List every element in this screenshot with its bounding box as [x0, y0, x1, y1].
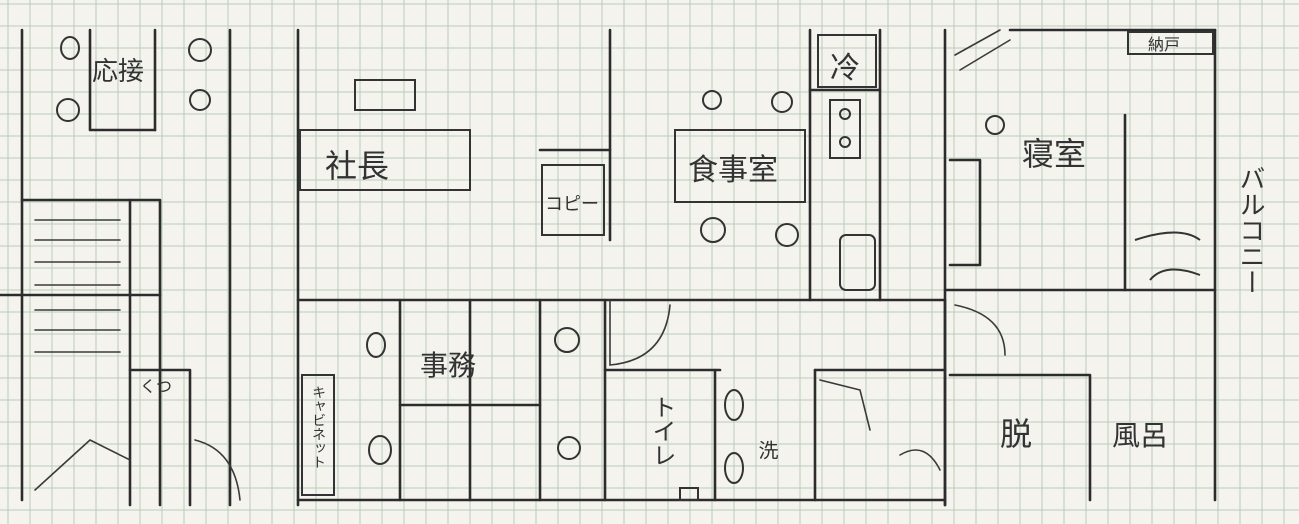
- label-fridge: 冷: [830, 51, 860, 86]
- doors: [194, 29, 1011, 501]
- label-washbasin: 洗: [755, 440, 779, 460]
- label-reception: 応接: [92, 57, 144, 87]
- label-dining: 食事室: [688, 153, 778, 188]
- furniture: [56, 31, 1214, 501]
- label-cabinet: キャビネット: [310, 385, 326, 469]
- label-balcony: バルコニー: [1235, 165, 1265, 295]
- label-toilet: トイレ: [648, 395, 676, 467]
- label-president: 社長: [325, 147, 389, 185]
- stairs: [34, 219, 131, 491]
- label-shoe: くつ: [140, 377, 172, 396]
- label-bath: 風呂: [1112, 419, 1168, 452]
- label-copy: コピー: [545, 194, 599, 215]
- label-changing: 脱: [1000, 415, 1032, 453]
- label-closet: 納戸: [1148, 35, 1180, 54]
- label-office: 事務: [420, 349, 476, 382]
- label-bedroom: 寝室: [1022, 135, 1086, 173]
- room-labels: 応接 社長 コピー 食事室 冷 寝室 納戸 バルコニー 事務 キャビネット トイ…: [92, 35, 1265, 469]
- walls: [0, 28, 1217, 507]
